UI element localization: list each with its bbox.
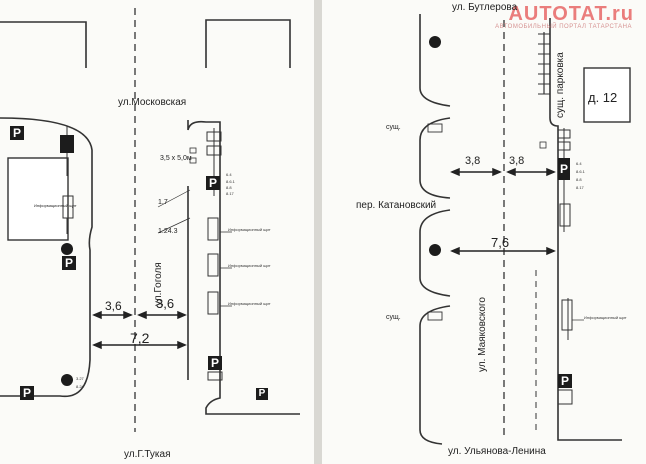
top-right-block (205, 19, 291, 68)
left-curb (0, 117, 93, 398)
r-sign-code-88: 8.8 (576, 177, 582, 182)
building-number-label: д. 12 (588, 90, 618, 105)
info-panel-box (7, 157, 69, 241)
right-parking-letter-bottom: P (558, 374, 572, 388)
right-parking-letter-top: P (558, 160, 570, 178)
existing-label-2: сущ. (386, 314, 401, 321)
dim-lane-b-right: 3,8 (509, 155, 525, 167)
top-left-block (0, 21, 87, 68)
right-dimension-arrows (450, 167, 556, 256)
curb-mid-left-2 (419, 209, 451, 297)
sign-code-64: 6.4 (226, 172, 232, 177)
info-sign-label-2: Информационный щит (228, 263, 271, 268)
r-sign-code-64: 6.4 (576, 161, 582, 166)
existing-label-1: сущ. (386, 124, 401, 131)
street-butlerova-label: ул. Бутлерова (452, 2, 518, 13)
sign-code-824: 8.24 (76, 384, 84, 389)
autotat-tagline: АВТОМОБИЛЬНЫЙ ПОРТАЛ ТАТАРСТАНА (495, 24, 632, 30)
right-curb (187, 120, 300, 415)
street-ulyanova-label: ул. Ульянова-Ленина (448, 446, 546, 457)
street-katanovsky-label: пер. Катановский (356, 200, 437, 211)
dim-lane-a-right: 3,8 (465, 155, 481, 167)
curb-bottom-left (419, 305, 451, 445)
r-sign-code-861: 8.6.1 (576, 169, 585, 174)
note-width: 3,5 x 5,0м (160, 155, 192, 162)
right-map-drawing (419, 14, 631, 445)
left-dimension-arrows (92, 310, 187, 350)
sign-code-817: 8.17 (226, 191, 234, 196)
left-post-plates (62, 195, 74, 219)
dim-lane-a: 3,6 (105, 299, 122, 313)
info-sign-label-right: Информационный щит (584, 315, 627, 320)
note-17: 1.7 (158, 199, 168, 206)
right-map-panel: AUTOTAT.ru АВТОМОБИЛЬНЫЙ ПОРТАЛ ТАТАРСТА… (322, 0, 646, 464)
street-mayakovskogo-label: ул. Маяковского (477, 297, 488, 372)
dim-lane-b: 3,6 (156, 296, 175, 311)
r-sign-code-817: 8.17 (576, 185, 584, 190)
far-right-parking-sign: P (256, 388, 268, 400)
left-round-sign-2 (61, 374, 73, 386)
left-p-sign-rot (60, 135, 74, 153)
street-moskovskaya-label: ул.Московская (118, 97, 187, 108)
dim-total: 7,2 (130, 330, 150, 346)
info-sign-label-1: Информационный щит (228, 227, 271, 232)
left-map-panel: ул.Московская ул.Г.Тукая ул.Гоголя 3,5 x… (0, 0, 314, 464)
right-parking-sign-top-letter: P (206, 176, 220, 190)
parking-comb-ticks (538, 33, 550, 95)
round-sign-2 (429, 244, 441, 256)
left-parking-sign-bottom: P (20, 386, 34, 400)
curb-top-left (419, 14, 451, 107)
building-12 (583, 67, 631, 123)
sign-code-327: 3.27 (76, 376, 84, 381)
right-parking-sign-bottom-letter: P (208, 356, 222, 370)
street-tukaya-label: ул.Г.Тукая (124, 449, 171, 460)
info-panel-label: Информационный щит (34, 203, 77, 208)
dim-total-right: 7,6 (491, 235, 510, 250)
autotat-watermark: AUTOTAT.ru (508, 3, 634, 25)
note-1243: 1.24.3 (158, 228, 178, 235)
left-parking-sign-top: P (10, 126, 24, 140)
left-round-sign-1 (61, 243, 73, 255)
existing-parking-label: сущ. парковка (555, 52, 566, 118)
curb-right (549, 18, 622, 441)
curb-mid-left-1 (419, 117, 451, 199)
round-sign-1 (429, 36, 441, 48)
left-parking-sign-mid: P (62, 256, 76, 270)
info-sign-label-3: Информационный щит (228, 301, 271, 306)
sign-code-88: 8.8 (226, 185, 232, 190)
sign-code-861: 8.6.1 (226, 179, 235, 184)
